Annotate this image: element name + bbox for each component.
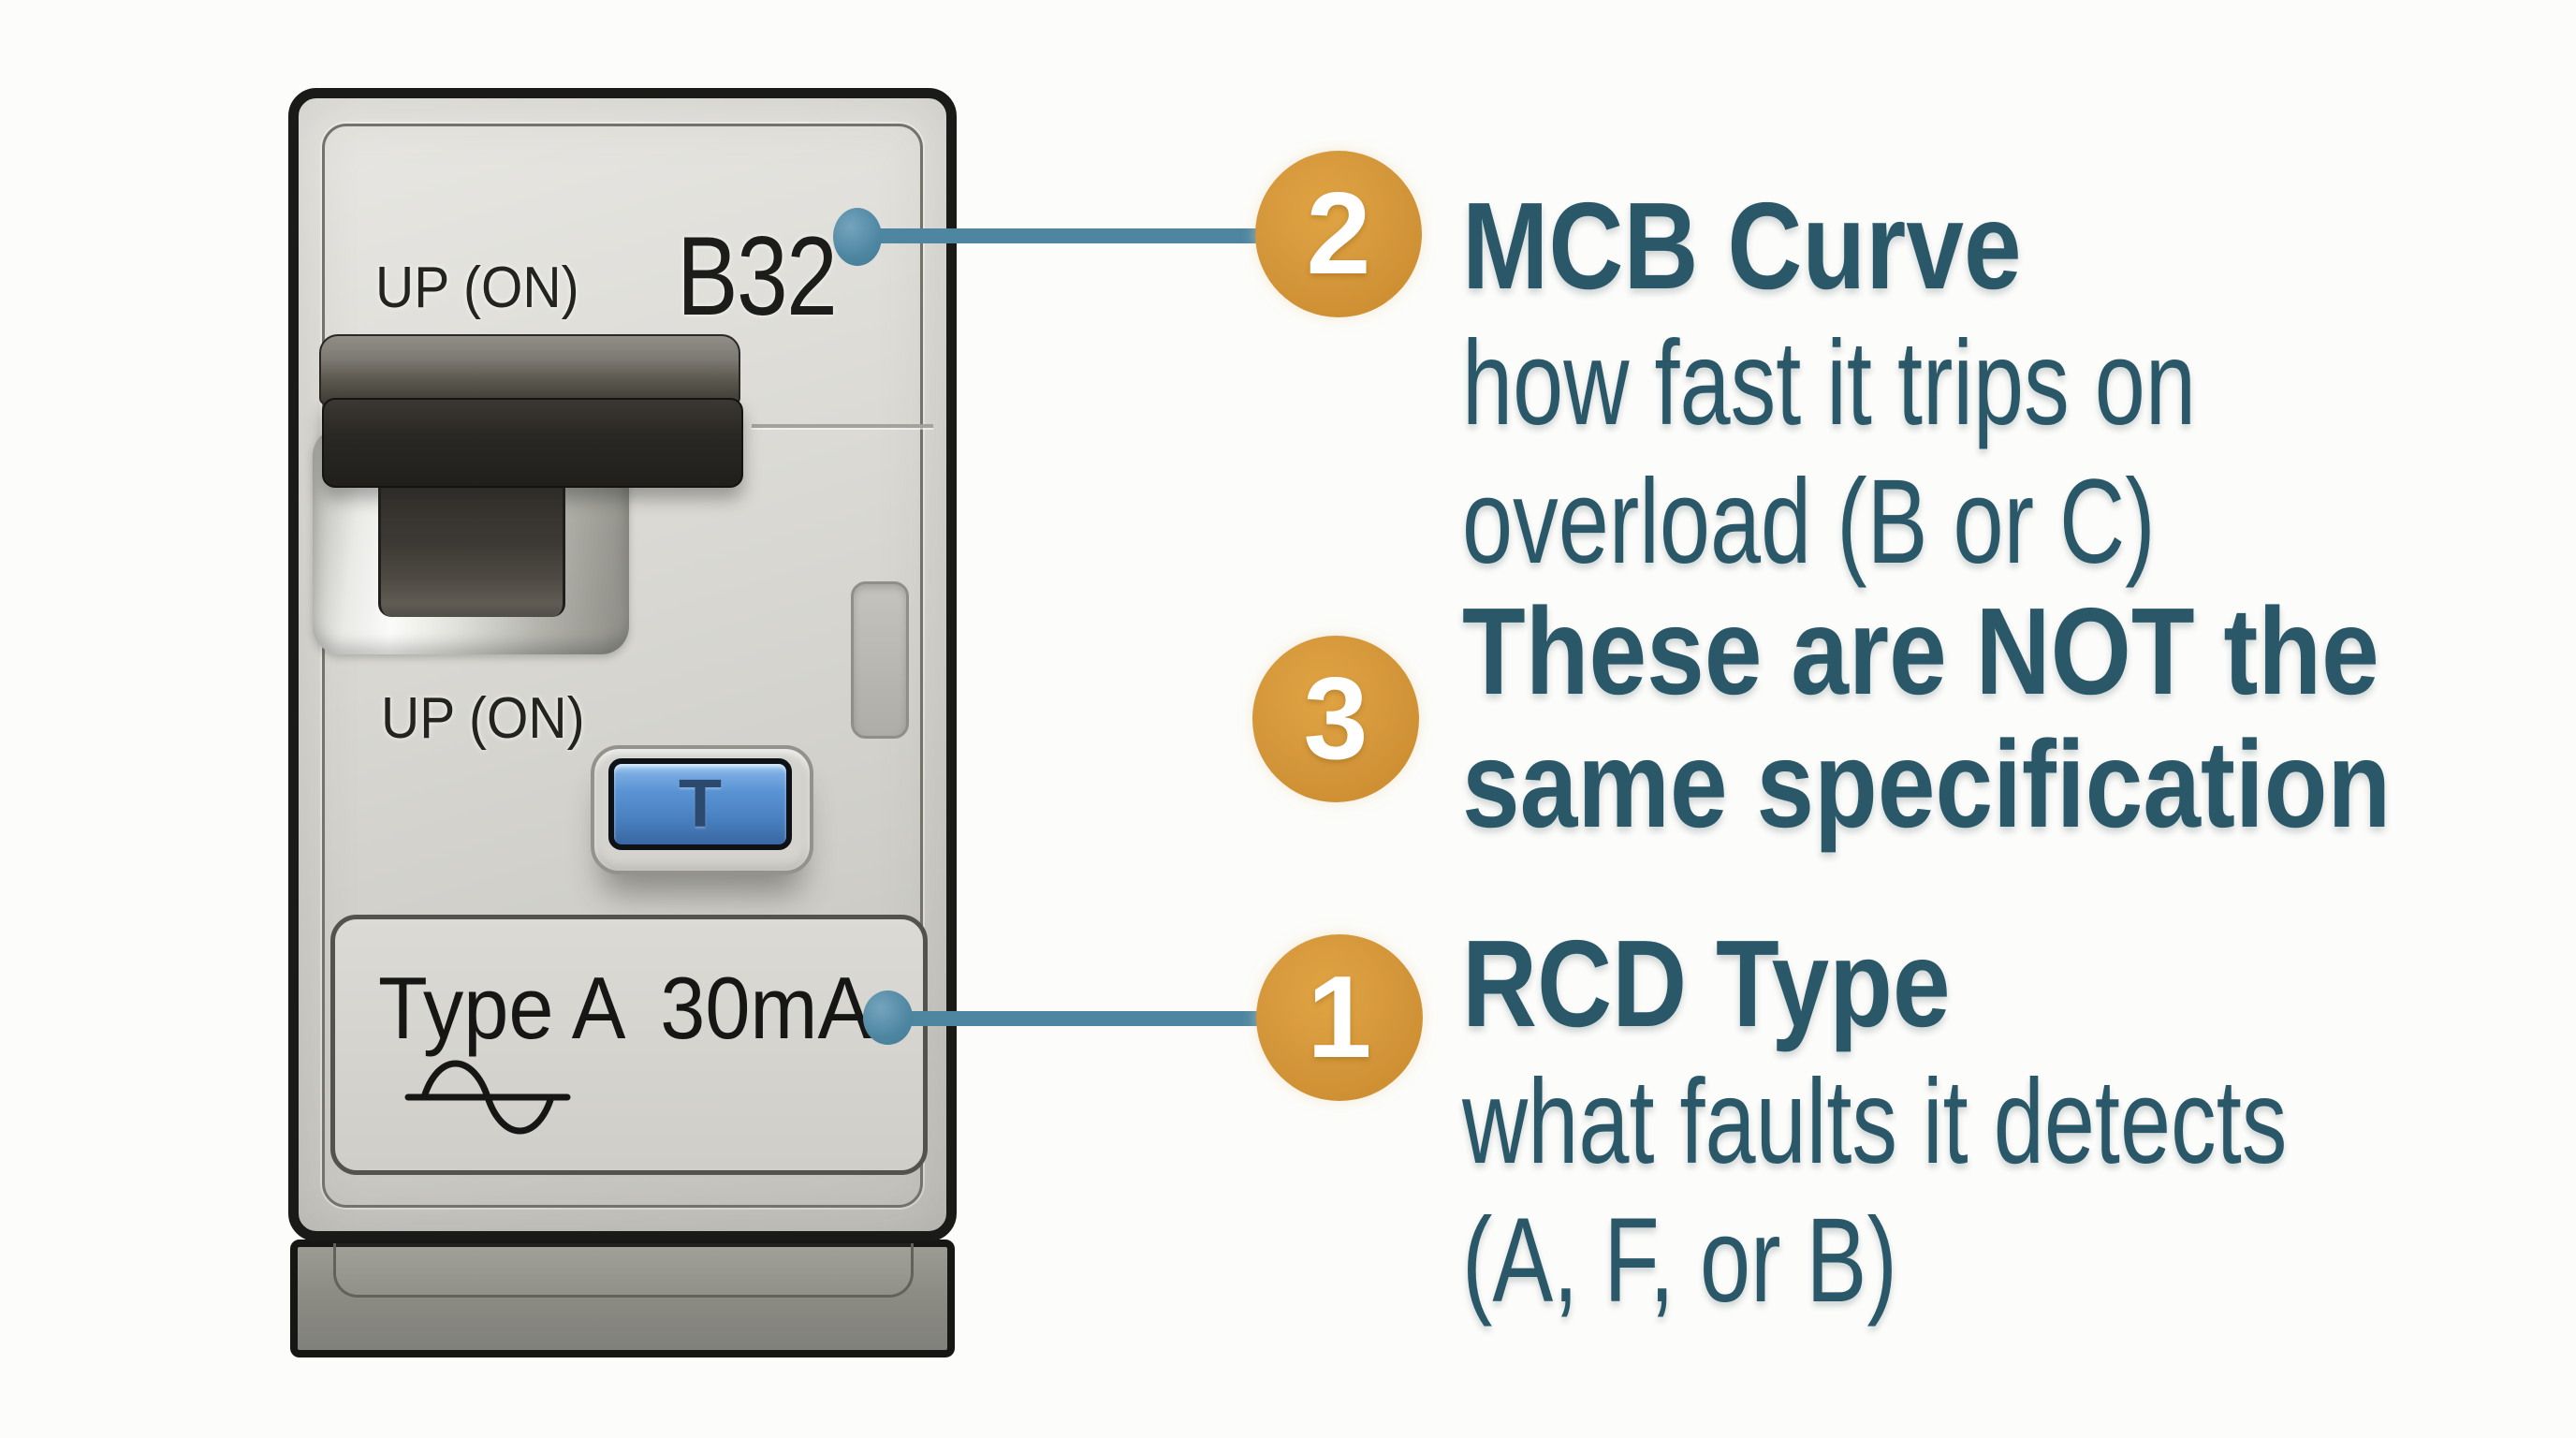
rcd-type-label: Type A xyxy=(378,959,626,1057)
test-button-recess: T xyxy=(591,745,813,874)
toggle-handle xyxy=(322,398,743,488)
callout-badge-2: 2 xyxy=(1255,151,1422,317)
callout-body-rcd-line1: what faults it detects xyxy=(1462,1055,2288,1189)
badge-number-1: 1 xyxy=(1307,953,1372,1082)
toggle-cap xyxy=(319,334,740,405)
test-button: T xyxy=(608,758,792,850)
callout-badge-1: 1 xyxy=(1256,934,1423,1101)
panel-seam-line xyxy=(752,424,933,428)
callout-badge-3: 3 xyxy=(1252,636,1419,802)
callout-title-rcd: RCD Type xyxy=(1462,915,1951,1052)
callout-title-mcb: MCB Curve xyxy=(1462,177,2022,315)
leader-dot-rcd xyxy=(863,990,913,1045)
callout-note-line2: same specification xyxy=(1462,715,2392,853)
rcd-rating-panel: Type A 30mA xyxy=(330,915,928,1175)
callout-body-mcb-line2: overload (B or C) xyxy=(1462,455,2156,589)
callout-note-line1: These are NOT the xyxy=(1462,582,2379,720)
leader-dot-mcb xyxy=(833,208,882,266)
callout-body-mcb-line1: how fast it trips on xyxy=(1462,316,2196,450)
test-button-letter: T xyxy=(678,767,723,842)
rcd-current-label: 30mA xyxy=(660,959,872,1057)
callout-body-rcd-line2: (A, F, or B) xyxy=(1462,1194,1897,1328)
up-on-label-top: UP (ON) xyxy=(375,256,579,320)
badge-number-2: 2 xyxy=(1306,169,1371,299)
mcb-rating-label: B32 xyxy=(677,213,838,339)
toggle-stem xyxy=(378,481,565,617)
sine-wave-icon xyxy=(404,1060,571,1135)
side-slot xyxy=(851,581,909,739)
breaker-base-inset xyxy=(333,1243,914,1298)
breaker-face-panel xyxy=(322,124,923,1208)
rcd-rating-text: Type A 30mA xyxy=(378,964,871,1052)
breaker-body: B32 UP (ON) UP (ON) T Type A 30mA xyxy=(288,88,957,1241)
leader-line-rcd xyxy=(884,1011,1267,1026)
badge-number-3: 3 xyxy=(1303,654,1368,784)
leader-line-mcb xyxy=(857,228,1267,243)
up-on-label-bottom: UP (ON) xyxy=(381,686,585,751)
breaker-base xyxy=(290,1240,955,1357)
